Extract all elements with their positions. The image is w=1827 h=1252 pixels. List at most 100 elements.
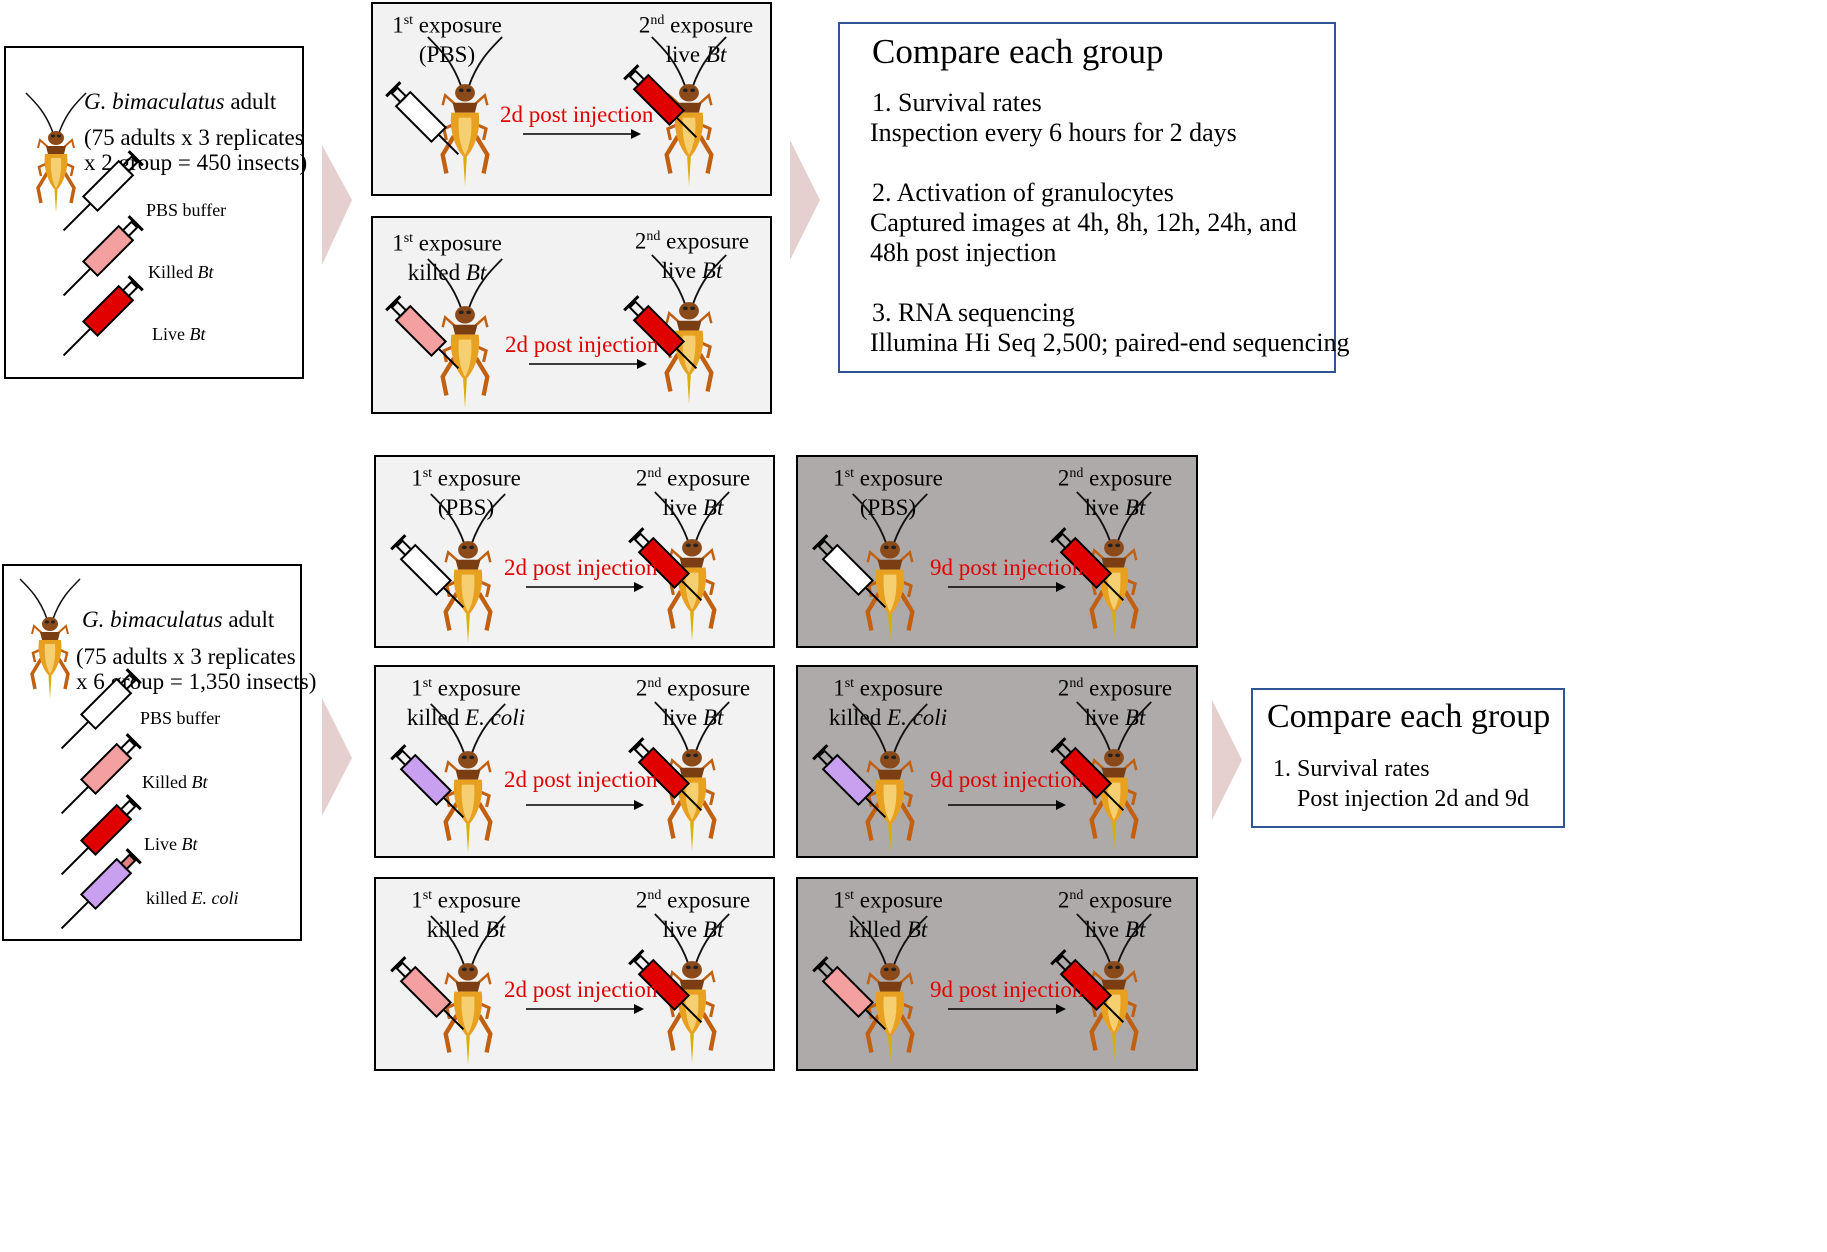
bottom-syringe-live-bt-icon <box>60 794 142 876</box>
top-syringe-killed-italic: Bt <box>197 262 214 282</box>
cricket-icon <box>1114 585 1115 586</box>
syringe-live-bt-icon <box>1050 949 1125 1024</box>
bottom-count-line1: (75 adults x 3 replicates <box>76 644 296 669</box>
syringe-first-icon <box>390 956 465 1031</box>
syringe-pbs-icon <box>385 81 460 156</box>
top-syringe-killed-label: Killed <box>148 262 193 282</box>
top-syringe-live-bt-icon <box>62 275 144 357</box>
top-source-cricket <box>24 91 88 215</box>
syringe-killed-bt-icon <box>385 295 460 370</box>
syringe-live-bt-icon <box>1050 527 1125 602</box>
top-source-box: G. bimaculatus adult (75 adults x 3 repl… <box>4 46 307 379</box>
compare-line: Inspection every 6 hours for 2 days <box>870 118 1237 147</box>
syringe-live-bt-icon <box>1050 737 1125 812</box>
top-count-line1: (75 adults x 3 replicates <box>84 125 304 150</box>
compare-line: 3. RNA sequencing <box>872 298 1075 327</box>
compare-line: Post injection 2d and 9d <box>1297 786 1529 812</box>
interval-label: 9d post injection <box>930 767 1084 792</box>
interval-label: 9d post injection <box>930 555 1084 580</box>
bottom-syringe-killed-italic: Bt <box>191 772 208 792</box>
top-flow-arrow-2 <box>790 140 820 260</box>
interval-arrow <box>529 359 647 369</box>
interval-arrow <box>948 1004 1066 1014</box>
bottom-syringe-killed-ecoli-icon <box>60 848 142 930</box>
compare-line: 2. Activation of granulocytes <box>872 178 1174 207</box>
top-syringe-live-label: Live <box>152 324 185 344</box>
syringe-live-bt-icon <box>623 64 698 139</box>
first-exposure-label: 1st exposure(PBS) <box>411 465 521 520</box>
interval-arrow <box>948 582 1066 592</box>
syringe-first-icon <box>812 956 887 1031</box>
bottom-flow-arrow-1 <box>322 698 352 816</box>
bottom-species: G. bimaculatus <box>82 607 223 632</box>
cricket-icon <box>692 1007 693 1008</box>
bottom-syringe-ecoli-italic: E. coli <box>191 888 239 908</box>
syringe-first-icon <box>390 534 465 609</box>
syringe-live-bt-icon <box>623 295 698 370</box>
bottom-syringe-live-italic: Bt <box>181 834 198 854</box>
top-flow-arrow-1 <box>322 145 352 265</box>
bottom-syringe-pbs-icon <box>60 668 142 750</box>
interval-arrow <box>523 129 641 139</box>
bottom-syringe-ecoli-label: killed <box>146 888 187 908</box>
compare-title: Compare each group <box>1267 698 1551 735</box>
bottom-species-suffix: adult <box>228 607 275 632</box>
top-syringe-pbs-label: PBS buffer <box>146 200 227 220</box>
top-syringe-pbs-icon <box>62 150 144 232</box>
interval-label: 2d post injection <box>504 977 658 1002</box>
first-exposure-label: 1st exposure(PBS) <box>833 465 943 520</box>
cricket-icon <box>468 587 469 588</box>
interval-label: 2d post injection <box>505 332 659 357</box>
top-species: G. bimaculatus <box>84 89 225 114</box>
top-syringe-killed-bt-icon <box>62 215 144 297</box>
bottom-flow-arrow-2 <box>1212 700 1242 820</box>
top-species-suffix: adult <box>230 89 277 114</box>
syringe-live-bt-icon <box>628 737 703 812</box>
bottom-source-cricket <box>18 577 82 701</box>
cricket-icon <box>1114 795 1115 796</box>
bottom-compare-box: Compare each group 1. Survival rates Pos… <box>1251 688 1565 828</box>
cricket-icon <box>689 348 690 349</box>
cricket-icon <box>468 797 469 798</box>
syringe-first-icon <box>812 534 887 609</box>
interval-label: 9d post injection <box>930 977 1084 1002</box>
cricket-icon <box>890 797 891 798</box>
cricket-icon <box>1114 1007 1115 1008</box>
top-syringe-live-italic: Bt <box>189 324 206 344</box>
cricket-icon <box>465 130 466 131</box>
interval-arrow <box>526 582 644 592</box>
bottom-syringe-killed-label: Killed <box>142 772 187 792</box>
syringe-live-bt-icon <box>628 949 703 1024</box>
interval-arrow <box>948 800 1066 810</box>
bottom-syringe-pbs-label: PBS buffer <box>140 708 221 728</box>
compare-line: 1. Survival rates <box>872 88 1042 117</box>
cricket-icon <box>692 585 693 586</box>
compare-line: 1. Survival rates <box>1273 756 1430 782</box>
compare-line: 48h post injection <box>870 238 1057 267</box>
cricket-icon <box>465 352 466 353</box>
compare-line: Captured images at 4h, 8h, 12h, 24h, and <box>870 208 1297 237</box>
compare-line: Illumina Hi Seq 2,500; paired-end sequen… <box>870 328 1350 357</box>
interval-label: 2d post injection <box>504 555 658 580</box>
cricket-icon <box>468 1009 469 1010</box>
interval-arrow <box>526 800 644 810</box>
compare-title: Compare each group <box>872 32 1164 71</box>
bottom-syringe-killed-bt-icon <box>60 733 142 815</box>
cricket-icon <box>890 1009 891 1010</box>
